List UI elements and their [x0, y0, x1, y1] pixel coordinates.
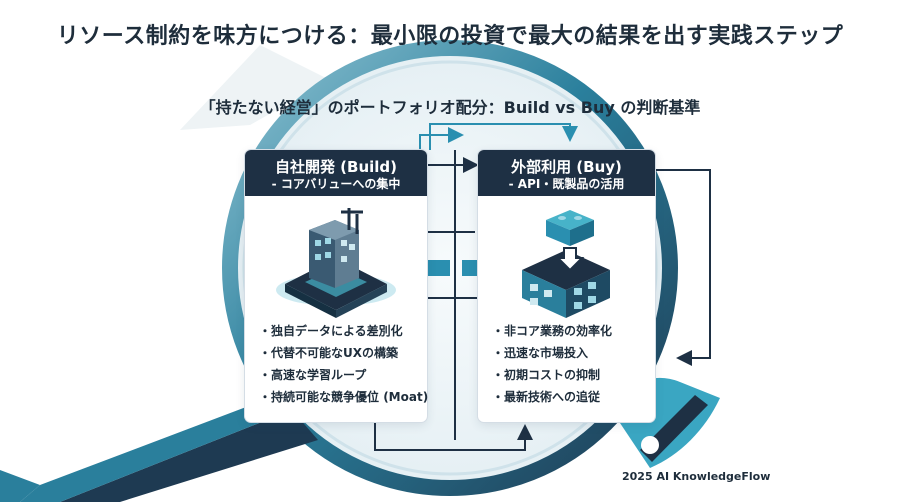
- magnifier-ring: [222, 40, 678, 496]
- light-beam: [180, 45, 330, 130]
- footer-credit: 2025 AI KnowledgeFlow: [622, 470, 771, 483]
- buy-card: 外部利用 (Buy) - API・既製品の活用 非コア業務の効率化 迅速な市場投…: [478, 150, 655, 422]
- build-card-title: 自社開発 (Build): [274, 158, 398, 176]
- buy-card-header: 外部利用 (Buy) - API・既製品の活用: [478, 150, 655, 196]
- right-loop-arrow: [655, 169, 711, 366]
- build-bullet: 高速な学習ループ: [259, 364, 421, 386]
- build-bullet-list: 独自データによる差別化 代替不可能なUXの構築 高速な学習ループ 持続可能な競争…: [259, 320, 428, 408]
- build-bullet: 持続可能な競争優位 (Moat): [259, 386, 428, 408]
- buy-bullet-list: 非コア業務の効率化 迅速な市場投入 初期コストの抑制 最新技術への追従: [492, 320, 649, 408]
- bottom-connector-arrow: [374, 420, 533, 451]
- build-card-header: 自社開発 (Build) - コアバリューへの集中: [245, 150, 427, 196]
- buy-bullet: 迅速な市場投入: [492, 342, 649, 364]
- buy-bullet: 最新技術への追従: [492, 386, 649, 408]
- buy-card-title: 外部利用 (Buy): [511, 158, 622, 176]
- top-connector-arrow: [429, 123, 578, 150]
- building-with-block-icon: [522, 210, 610, 318]
- build-card: 自社開発 (Build) - コアバリューへの集中 独自データによる差別化: [245, 150, 428, 422]
- page-title: リソース制約を味方につける：最小限の投資で最大の結果を出す実践ステップ: [56, 24, 844, 49]
- build-bullet: 独自データによる差別化: [259, 320, 421, 342]
- buy-bullet: 初期コストの抑制: [492, 364, 649, 386]
- build-card-subtitle: - コアバリューへの集中: [271, 177, 401, 191]
- magnifier-handle: [0, 398, 318, 502]
- buy-bullet: 非コア業務の効率化: [492, 320, 649, 342]
- build-bullet: 代替不可能なUXの構築: [259, 342, 421, 364]
- page-subtitle: 「持たない経営」のポートフォリオ配分：Build vs Buy の判断基準: [199, 98, 701, 117]
- building-construction-icon: [276, 208, 396, 318]
- buy-card-subtitle: - API・既製品の活用: [508, 177, 625, 191]
